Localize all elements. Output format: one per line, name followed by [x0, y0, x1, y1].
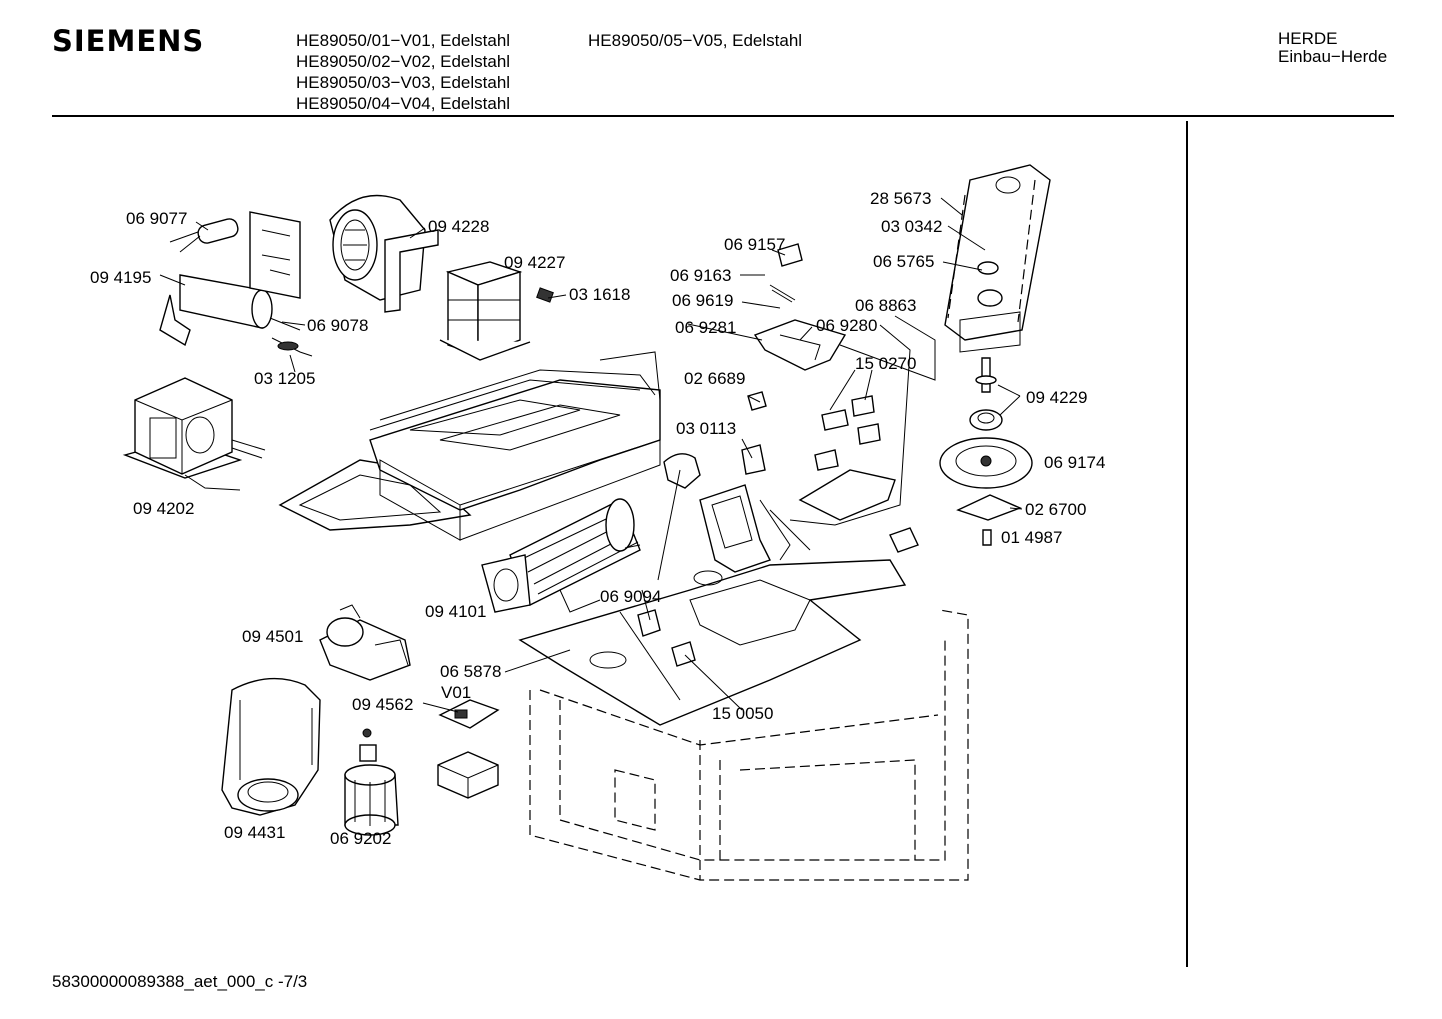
header-divider	[52, 115, 1394, 117]
part-label: 09 4229	[1026, 388, 1087, 407]
part-label: 03 1205	[254, 369, 315, 388]
model-line: HE89050/05−V05, Edelstahl	[588, 31, 803, 50]
product-category: HERDE Einbau−Herde	[1278, 30, 1387, 66]
part-label: 06 9174	[1044, 453, 1105, 472]
part-label: 03 0342	[881, 217, 942, 236]
part-label: 09 4562	[352, 695, 413, 714]
part-label: 06 9163	[670, 266, 731, 285]
part-label: 09 4195	[90, 268, 151, 287]
model-line: HE89050/01−V01, Edelstahl	[296, 31, 511, 50]
transformer	[122, 377, 266, 491]
magnetron	[439, 261, 554, 361]
part-label: 06 9202	[330, 829, 391, 848]
capacitor-assembly	[159, 211, 313, 357]
control-module	[437, 699, 500, 799]
part-label: 15 0050	[712, 704, 773, 723]
model-line: HE89050/04−V04, Edelstahl	[296, 94, 511, 113]
tangential-fan	[481, 498, 641, 613]
part-label: V01	[441, 683, 471, 702]
part-label: 09 4101	[425, 602, 486, 621]
heating-element-tray	[278, 351, 661, 541]
convection-fan-wheel	[344, 728, 399, 836]
part-label: 06 5878	[440, 662, 501, 681]
fan-motor	[319, 604, 411, 681]
part-label: 09 4227	[504, 253, 565, 272]
part-label: 06 9077	[126, 209, 187, 228]
microswitch-group	[637, 391, 767, 667]
part-label: 06 9078	[307, 316, 368, 335]
part-label: 28 5673	[870, 189, 931, 208]
part-label: 09 4501	[242, 627, 303, 646]
part-label: 06 9280	[816, 316, 877, 335]
part-label: 06 5765	[873, 252, 934, 271]
base-plate	[518, 484, 907, 726]
leader-lines	[159, 197, 1023, 713]
part-label: 09 4228	[428, 217, 489, 236]
model-list-primary: HE89050/01−V01, Edelstahl HE89050/02−V02…	[296, 30, 510, 114]
grill-heater-plate	[944, 164, 1051, 353]
part-labels: 06 9077 09 4195 06 9078 03 1205 09 4228 …	[90, 189, 1105, 848]
model-line: HE89050/03−V03, Edelstahl	[296, 73, 511, 92]
side-divider	[1186, 121, 1188, 967]
part-label: 15 0270	[855, 354, 916, 373]
siemens-logo: SIEMENS	[52, 24, 205, 58]
part-label: 03 0113	[676, 419, 736, 438]
document-footer-code: 58300000089388_aet_000_c -7/3	[52, 972, 308, 991]
convection-fan-cover	[221, 677, 321, 816]
part-label: 06 9619	[672, 291, 733, 310]
part-label: 06 8863	[855, 296, 916, 315]
model-list-secondary: HE89050/05−V05, Edelstahl	[588, 30, 802, 51]
category-subtitle: Einbau−Herde	[1278, 47, 1388, 66]
part-label: 09 4202	[133, 499, 194, 518]
part-label: 06 9157	[724, 235, 785, 254]
turntable-drive	[939, 357, 1033, 546]
oven-cavity-outline	[529, 609, 969, 881]
part-label: 01 4987	[1001, 528, 1062, 547]
part-label: 02 6689	[684, 369, 745, 388]
blower-motor	[329, 194, 439, 313]
part-label: 03 1618	[569, 285, 630, 304]
part-label: 06 9094	[600, 587, 661, 606]
part-label: 09 4431	[224, 823, 285, 842]
part-label: 02 6700	[1025, 500, 1086, 519]
model-line: HE89050/02−V02, Edelstahl	[296, 52, 511, 71]
category-title: HERDE	[1278, 29, 1338, 48]
part-label: 06 9281	[675, 318, 736, 337]
door-switch-assembly	[753, 243, 919, 553]
